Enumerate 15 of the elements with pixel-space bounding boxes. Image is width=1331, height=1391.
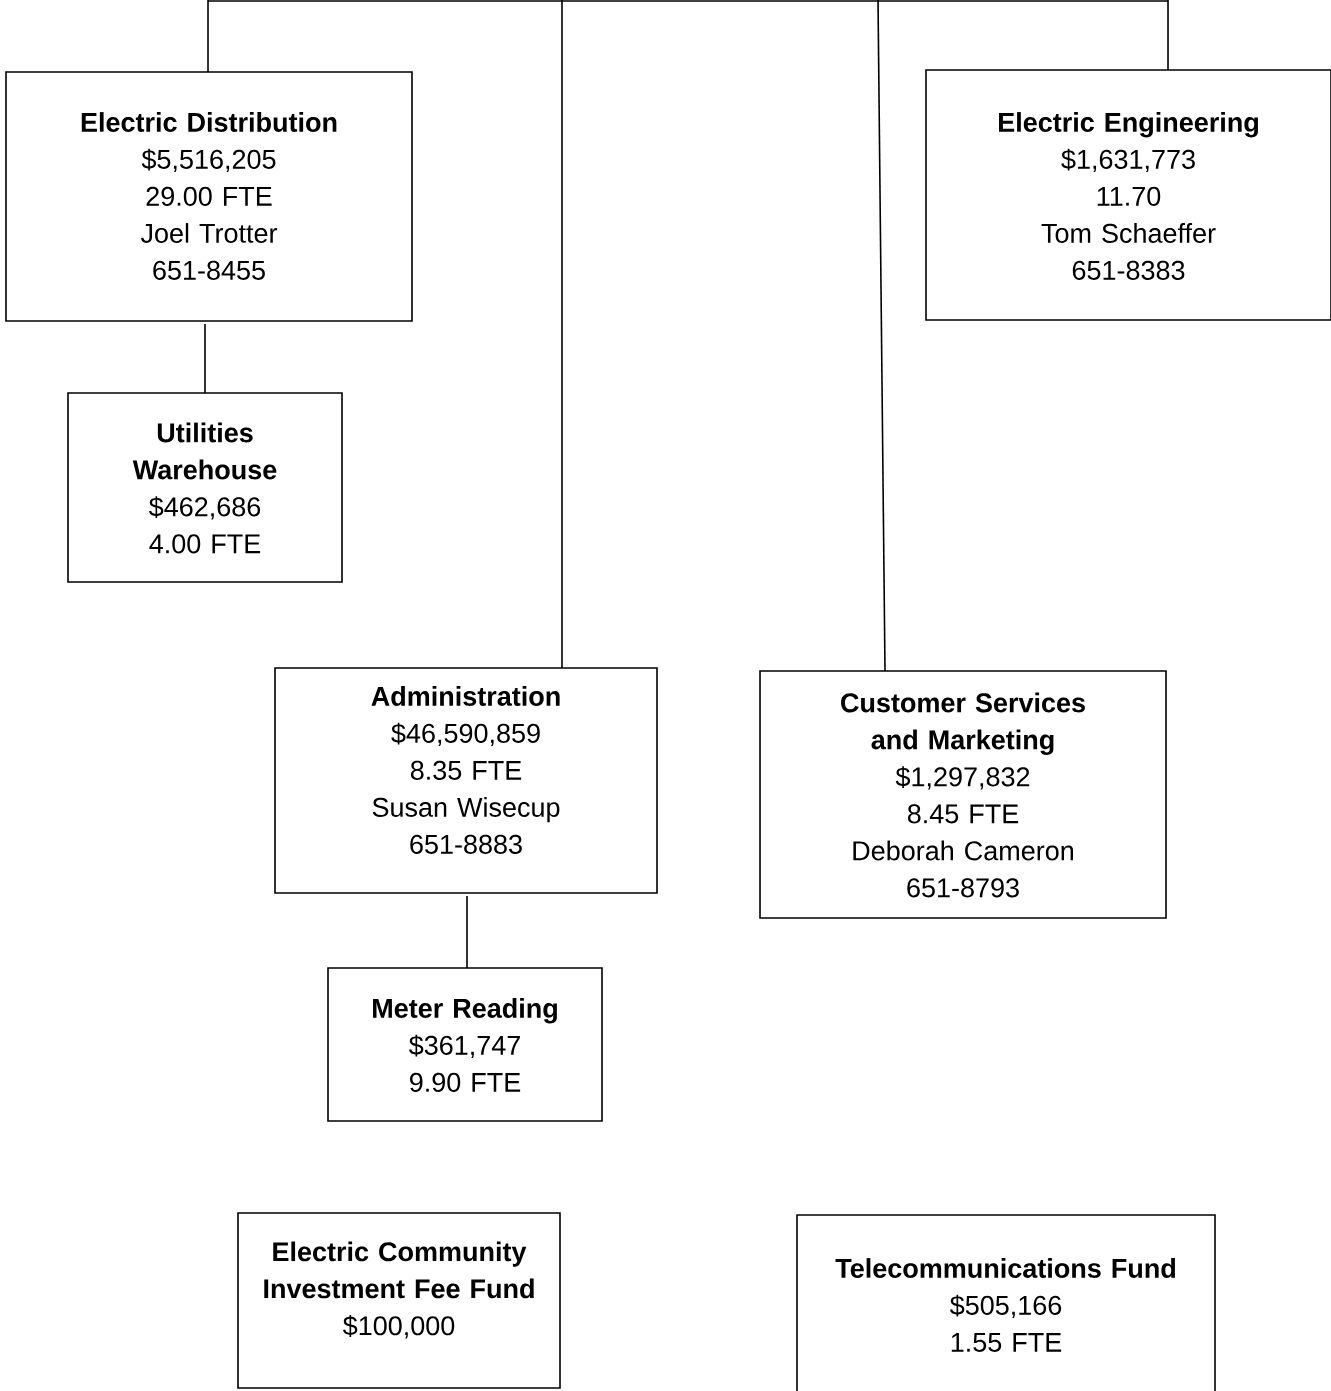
- org-box: Administration $46,590,859 8.35 FTE Susan Wisecup 651-8883: [274, 667, 658, 894]
- org-box: Meter Reading $361,747 9.90 FTE: [327, 967, 603, 1122]
- org-box: Electric Community Investment Fee Fund $100,000: [237, 1212, 561, 1389]
- connector-line: [204, 323, 206, 394]
- org-box: Electric Engineering $1,631,773 11.70 Tom Schaeffer 651-8383: [925, 69, 1331, 321]
- connector-line: [877, 0, 886, 672]
- org-box: Customer Services and Marketing $1,297,832 8.45 FTE Deborah Cameron 651-8793: [759, 670, 1167, 919]
- connector-line: [466, 895, 468, 969]
- connector-line: [1167, 0, 1169, 71]
- org-box: Electric Distribution $5,516,205 29.00 FTE Joel Trotter 651-8455: [5, 71, 413, 322]
- connector-line: [207, 0, 209, 73]
- connector-line: [561, 0, 563, 669]
- org-box: Telecommunications Fund $505,166 1.55 FTE: [796, 1214, 1216, 1391]
- connector-line: [207, 0, 1169, 2]
- org-box: Utilities Warehouse $462,686 4.00 FTE: [67, 392, 343, 583]
